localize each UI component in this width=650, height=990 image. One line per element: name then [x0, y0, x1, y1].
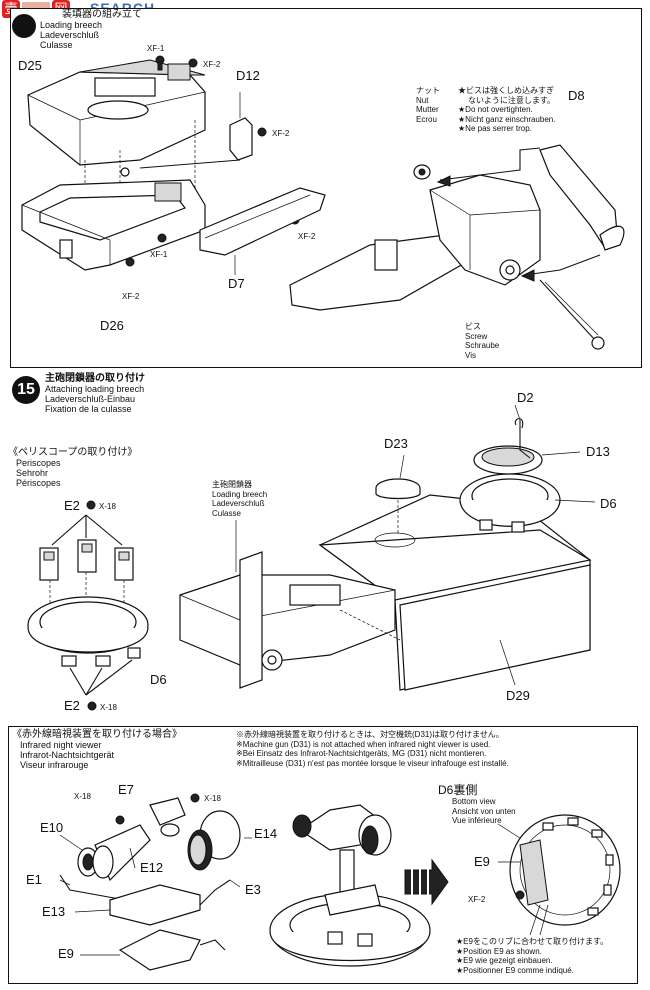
- label-e10: E10: [40, 820, 64, 835]
- breech-en: Loading breech: [212, 489, 268, 499]
- top-caption-de: Ladeverschluß: [40, 30, 100, 40]
- label-d2: D2: [517, 390, 534, 405]
- label-d8: D8: [568, 88, 585, 103]
- label-e3: E3: [245, 882, 261, 897]
- label-d26: D26: [100, 318, 124, 333]
- label-xf2-right: XF-2: [298, 232, 316, 241]
- breech-label: 主砲閉鎖器 Loading breech Ladeverschluß Culas…: [212, 480, 267, 518]
- nut-warning: ★ビスは強くしめ込みすぎ ないように注意します。 ★Do not overtig…: [458, 86, 555, 134]
- position-note-jp: ★E9をこのリブに合わせて取り付けます。: [456, 937, 609, 946]
- label-d29: D29: [506, 688, 530, 703]
- label-d23: D23: [384, 436, 408, 451]
- label-e1: E1: [26, 872, 42, 887]
- label-e7: E7: [118, 782, 134, 797]
- position-note-en: ★Position E9 as shown.: [456, 946, 542, 956]
- infrared-de: Infrarot-Nachtsichtgerät: [20, 750, 115, 760]
- label-x18-bot: X-18: [100, 703, 117, 712]
- label-d12: D12: [236, 68, 260, 83]
- d6-view-en: Bottom view: [452, 797, 496, 806]
- nut-warning-en: ★Do not overtighten.: [458, 105, 533, 114]
- periscope-de: Sehrohr: [16, 468, 49, 478]
- top-step-marker: [12, 14, 36, 38]
- label-e9-bottom-view: E9: [474, 854, 490, 869]
- periscope-jp: 《ペリスコープの取り付け》: [8, 447, 138, 458]
- label-e13: E13: [42, 904, 66, 919]
- d6-view-de: Ansicht von unten: [452, 806, 516, 816]
- nut-jp: ナット: [416, 86, 440, 95]
- infrared-note-jp: ※赤外線暗視装置を取り付けるときは、対空機銃(D31)は取り付けません。: [236, 730, 504, 739]
- breech-jp: 主砲閉鎖器: [212, 480, 252, 489]
- breech-fr: Culasse: [212, 508, 241, 518]
- label-e2-top: E2: [64, 498, 80, 513]
- periscope-fr: Périscopes: [16, 478, 61, 488]
- d6-bottom-view-caption: D6裏側 Bottom view Ansicht von unten Vue i…: [438, 783, 516, 826]
- breech-de: Ladeverschluß: [212, 499, 265, 508]
- label-xf2-top: XF-2: [203, 60, 221, 69]
- d6-view-fr: Vue inférieure: [452, 816, 502, 825]
- screw-jp: ビス: [465, 322, 481, 331]
- nut-en: Nut: [416, 95, 429, 105]
- nut-fr: Ecrou: [416, 114, 437, 124]
- step15-title-fr: Fixation de la culasse: [45, 404, 132, 414]
- label-e14: E14: [254, 826, 278, 841]
- label-d13: D13: [586, 444, 610, 459]
- periscope-caption: 《ペリスコープの取り付け》 Periscopes Sehrohr Périsco…: [8, 447, 138, 489]
- step15-title-en: Attaching loading breech: [45, 384, 145, 394]
- screw-de: Schraube: [465, 341, 500, 350]
- position-note-de: ★E9 wie gezeigt einbauen.: [456, 956, 553, 965]
- nut-warning-jp2: ないように注意します。: [468, 95, 556, 105]
- label-xf1-top: XF-1: [147, 44, 165, 53]
- infrared-fr: Viseur infrarouge: [20, 760, 89, 770]
- screw-fr: Vis: [465, 350, 476, 360]
- nut-warning-de: ★Nicht ganz einschrauben.: [458, 114, 556, 124]
- position-notes: ★E9をこのリブに合わせて取り付けます。 ★Position E9 as sho…: [456, 937, 608, 975]
- infrared-note-de: ※Bei Einsatz des Infrarot-Nachtsichtgerä…: [236, 749, 487, 758]
- breech-assembly-drawing: [21, 55, 625, 350]
- top-caption-en: Loading breech: [40, 20, 103, 30]
- top-caption-jp: 装填器の組み立て: [62, 9, 142, 20]
- d6-view-jp: D6裏側: [438, 783, 478, 797]
- label-xf2-mid: XF-2: [272, 129, 290, 138]
- top-caption: 装填器の組み立て Loading breech Ladeverschluß Cu…: [40, 9, 142, 51]
- step15-title: 主砲閉鎖器の取り付け Attaching loading breech Lade…: [45, 373, 145, 415]
- label-d25: D25: [18, 58, 42, 73]
- label-xf1-low: XF-1: [150, 250, 168, 259]
- nut-label: ナット Nut Mutter Ecrou: [416, 86, 440, 124]
- infrared-caption: 《赤外線暗視装置を取り付ける場合》 Infrared night viewer …: [12, 729, 182, 771]
- nut-warning-fr: ★Ne pas serrer trop.: [458, 124, 532, 133]
- label-x18-b: X-18: [204, 794, 221, 803]
- infrared-en: Infrared night viewer: [20, 740, 102, 750]
- step15-title-de: Ladeverschluß-Einbau: [45, 394, 136, 404]
- screw-en: Screw: [465, 331, 488, 341]
- label-xf2-low: XF-2: [122, 292, 140, 301]
- nut-de: Mutter: [416, 105, 439, 114]
- label-d6-left: D6: [150, 672, 167, 687]
- infrared-notes: ※赤外線暗視装置を取り付けるときは、対空機銃(D31)は取り付けません。 ※Ma…: [236, 730, 509, 768]
- label-x18-top: X-18: [99, 502, 116, 511]
- label-x18-a: X-18: [74, 792, 91, 801]
- label-e9: E9: [58, 946, 74, 961]
- infrared-note-fr: ※Mitrailleuse (D31) n'est pas montée lor…: [236, 758, 509, 768]
- screw-label: ビス Screw Schraube Vis: [465, 322, 499, 360]
- step-number: 15: [12, 376, 40, 404]
- infrared-note-en: ※Machine gun (D31) is not attached when …: [236, 739, 491, 749]
- infrared-jp: 《赤外線暗視装置を取り付ける場合》: [12, 729, 182, 740]
- position-note-fr: ★Positionner E9 comme indiqué.: [456, 965, 574, 975]
- step15-title-jp: 主砲閉鎖器の取り付け: [45, 373, 145, 384]
- nut-warning-jp1: ★ビスは強くしめ込みすぎ: [458, 86, 554, 95]
- label-d7: D7: [228, 276, 245, 291]
- label-e2-bot: E2: [64, 698, 80, 713]
- top-caption-fr: Culasse: [40, 40, 73, 50]
- periscope-en: Periscopes: [16, 458, 61, 468]
- label-d6-right: D6: [600, 496, 617, 511]
- periscope-drawing: [27, 404, 596, 711]
- label-e12: E12: [140, 860, 164, 875]
- label-xf2-bottom-view: XF-2: [468, 895, 486, 904]
